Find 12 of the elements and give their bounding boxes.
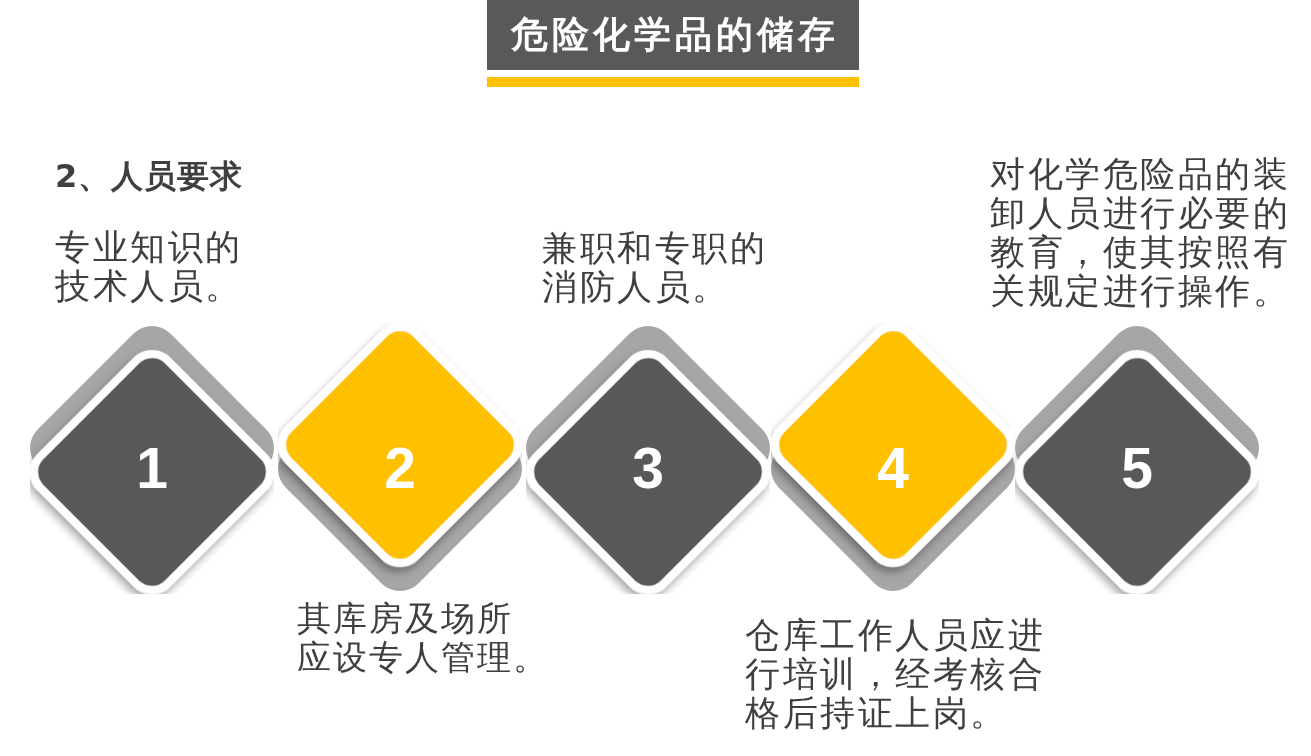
description-text: 兼职和专职的消防人员。 — [542, 229, 768, 307]
description-text: 仓库工作人员应进行培训，经考核合格后持证上岗。 — [745, 616, 1046, 733]
step-number: 3 — [632, 439, 664, 497]
description-text: 对化学危险品的装卸人员进行必要的教育，使其按照有关规定进行操作。 — [990, 155, 1291, 311]
step-number: 5 — [1121, 439, 1153, 497]
description-text: 专业知识的技术人员。 — [55, 228, 244, 306]
step-number: 1 — [136, 439, 168, 497]
description-text: 其库房及场所应设专人管理。 — [297, 599, 550, 677]
section-heading: 2、人员要求 — [55, 156, 244, 196]
step-number: 2 — [384, 439, 416, 497]
step-number: 4 — [877, 439, 909, 497]
title-banner: 危险化学品的储存 — [487, 0, 859, 70]
